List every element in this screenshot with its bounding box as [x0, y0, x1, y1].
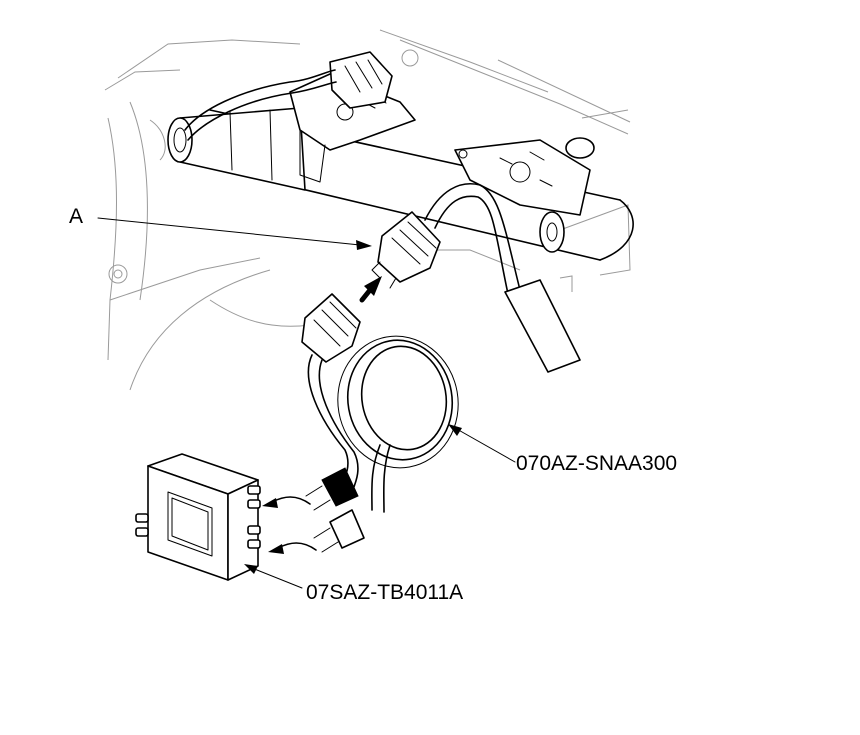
label-connector-a: A	[69, 205, 84, 228]
leader-line-a	[97, 217, 361, 246]
insert-arrows	[262, 496, 317, 554]
test-box	[135, 453, 303, 589]
leader-line-harness	[454, 427, 516, 463]
steering-column	[167, 51, 634, 261]
label-test-harness: 070AZ-SNAA300	[516, 452, 678, 475]
connect-arrow	[359, 276, 382, 303]
label-test-box: 07SAZ-TB4011A	[306, 581, 464, 604]
leader-line-box	[251, 567, 303, 589]
vehicle-body-background	[104, 29, 631, 391]
test-harness	[301, 293, 516, 553]
arrowhead-a	[356, 240, 372, 250]
column-harness	[371, 183, 581, 373]
